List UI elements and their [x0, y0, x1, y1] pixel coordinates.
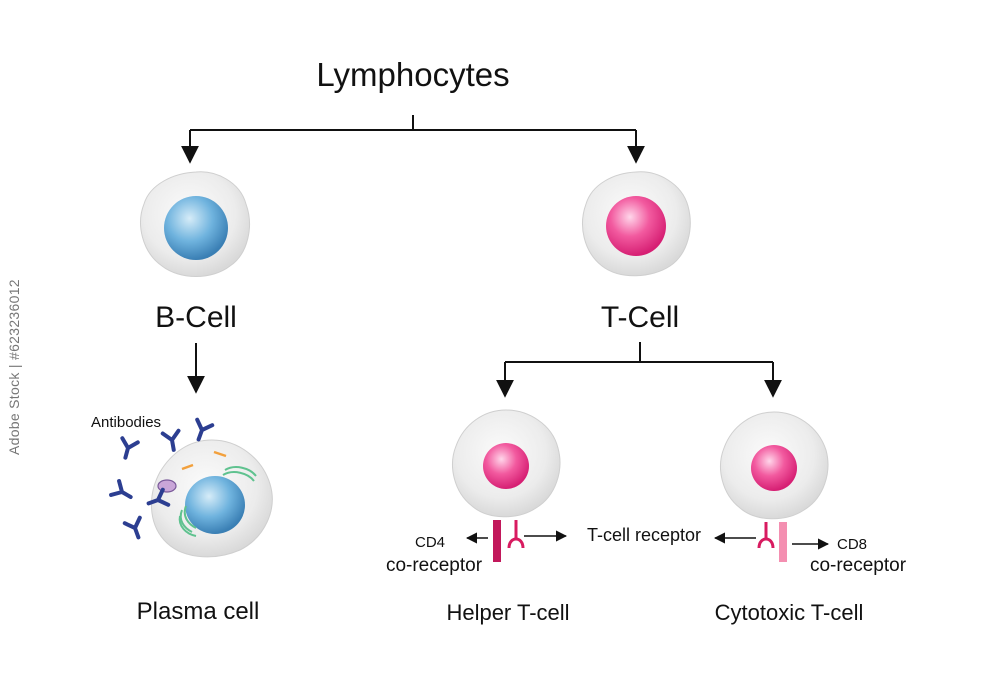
- cytotoxic-t-cell-label: Cytotoxic T-cell: [715, 600, 864, 625]
- helper-t-cell-illustration: [452, 409, 561, 562]
- b-cell-label: B-Cell: [155, 301, 237, 334]
- cd4-co-receptor-bar: [493, 520, 501, 562]
- plasma-cell-illustration: [150, 439, 273, 558]
- b-cell-nucleus: [164, 196, 228, 260]
- t-cell-split-arrows: [496, 342, 782, 398]
- antibody-icon: [122, 515, 148, 543]
- antibodies-label: Antibodies: [91, 414, 161, 431]
- helper-t-cell-label: Helper T-cell: [446, 600, 569, 625]
- plasma-cell-label: Plasma cell: [137, 598, 260, 625]
- t-cell-illustration: [582, 171, 691, 277]
- cd4-co-receptor-label: co-receptor: [386, 555, 483, 576]
- top-split-arrows: [181, 115, 645, 164]
- t-cell-nucleus: [606, 196, 666, 256]
- cd8-co-receptor-bar: [779, 522, 787, 562]
- antibody-icon: [189, 417, 215, 445]
- cd4-label: CD4: [415, 534, 445, 551]
- b-cell-illustration: [140, 171, 250, 277]
- stock-watermark: Adobe Stock | #623236012: [6, 279, 22, 455]
- cytotoxic-t-cell-illustration: [720, 411, 829, 562]
- cd8-label: CD8: [837, 536, 867, 553]
- cytotoxic-t-cell-nucleus: [751, 445, 797, 491]
- cytotoxic-t-cell-receptor-icon: [757, 522, 775, 549]
- helper-t-cell-receptor-icon: [507, 520, 525, 549]
- antibody-icon: [109, 479, 137, 506]
- t-cell-label: T-Cell: [601, 301, 679, 334]
- plasma-cell-nucleus: [185, 476, 245, 534]
- diagram-title: Lymphocytes: [316, 56, 509, 93]
- helper-t-cell-nucleus: [483, 443, 529, 489]
- antibody-icon: [160, 428, 184, 454]
- antibody-icon: [115, 436, 140, 462]
- cd8-co-receptor-label: co-receptor: [810, 555, 907, 576]
- t-cell-receptor-label: T-cell receptor: [587, 525, 701, 545]
- rough-er: [178, 466, 257, 537]
